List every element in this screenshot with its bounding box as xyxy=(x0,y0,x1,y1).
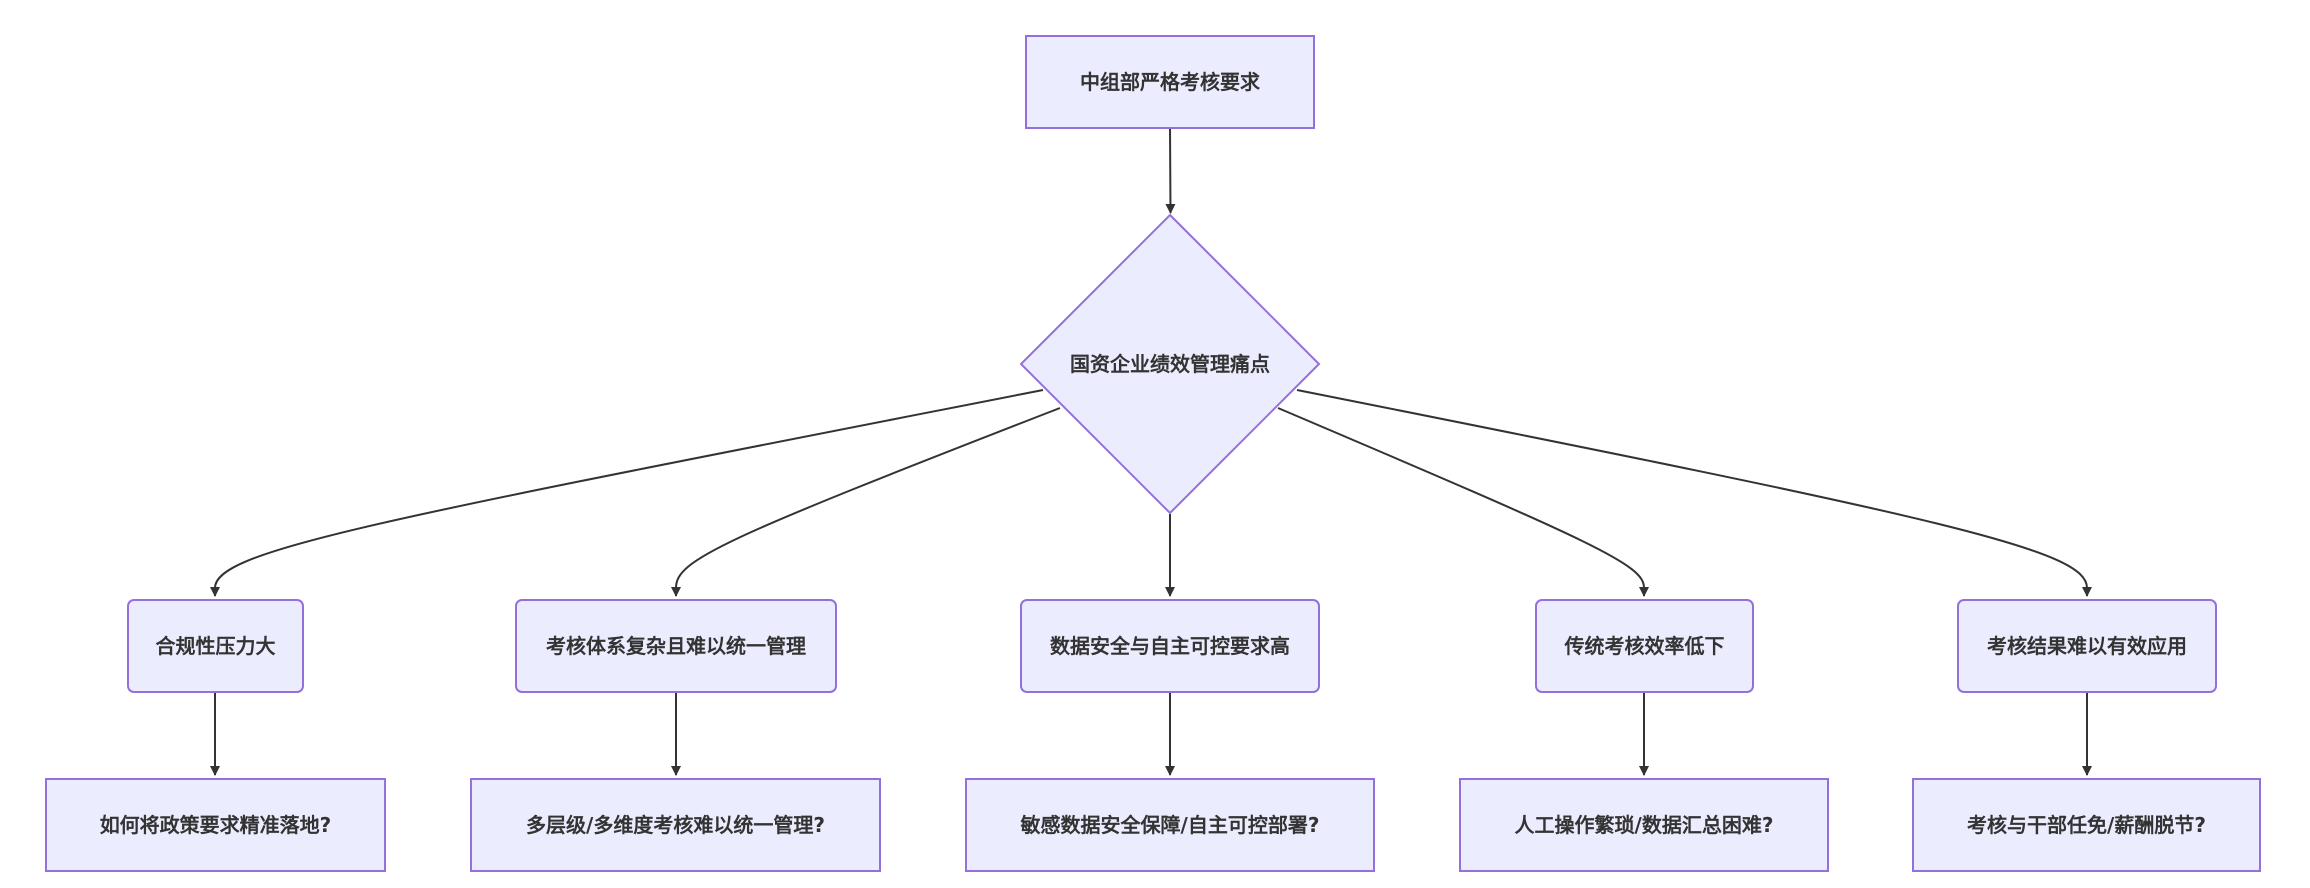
node-question-3-label: 敏感数据安全保障/自主可控部署? xyxy=(1020,813,1320,837)
node-issue-5: 考核结果难以有效应用 xyxy=(1957,599,2217,693)
node-decision: 国资企业绩效管理痛点 xyxy=(1019,213,1321,515)
node-question-1: 如何将政策要求精准落地? xyxy=(45,778,386,872)
node-question-1-label: 如何将政策要求精准落地? xyxy=(100,813,332,837)
edge-center-to-issue-2 xyxy=(671,407,1061,597)
node-issue-3-label: 数据安全与自主可控要求高 xyxy=(1050,634,1290,658)
node-question-5: 考核与干部任免/薪酬脱节? xyxy=(1912,778,2261,872)
node-question-4: 人工操作繁琐/数据汇总困难? xyxy=(1459,778,1829,872)
node-issue-4: 传统考核效率低下 xyxy=(1535,599,1754,693)
node-top: 中组部严格考核要求 xyxy=(1025,35,1315,129)
node-top-label: 中组部严格考核要求 xyxy=(1080,70,1261,94)
node-decision-label: 国资企业绩效管理痛点 xyxy=(1070,352,1270,376)
node-issue-4-label: 传统考核效率低下 xyxy=(1564,634,1725,658)
node-issue-3: 数据安全与自主可控要求高 xyxy=(1020,599,1320,693)
node-question-3: 敏感数据安全保障/自主可控部署? xyxy=(965,778,1375,872)
node-question-2: 多层级/多维度考核难以统一管理? xyxy=(470,778,881,872)
node-question-2-label: 多层级/多维度考核难以统一管理? xyxy=(526,813,825,837)
node-question-5-label: 考核与干部任免/薪酬脱节? xyxy=(1967,813,2206,837)
edge-center-to-issue-5 xyxy=(1296,389,2092,597)
node-issue-5-label: 考核结果难以有效应用 xyxy=(1987,634,2187,658)
edge-top-to-center xyxy=(1165,127,1176,214)
node-issue-1-label: 合规性压力大 xyxy=(156,634,276,658)
node-issue-2-label: 考核体系复杂且难以统一管理 xyxy=(546,634,806,658)
node-question-4-label: 人工操作繁琐/数据汇总困难? xyxy=(1515,813,1774,837)
edge-center-to-issue-4 xyxy=(1277,407,1649,597)
edges xyxy=(210,127,2092,776)
edge-center-to-issue-1 xyxy=(210,389,1044,597)
node-issue-2: 考核体系复杂且难以统一管理 xyxy=(515,599,837,693)
node-issue-1: 合规性压力大 xyxy=(127,599,304,693)
